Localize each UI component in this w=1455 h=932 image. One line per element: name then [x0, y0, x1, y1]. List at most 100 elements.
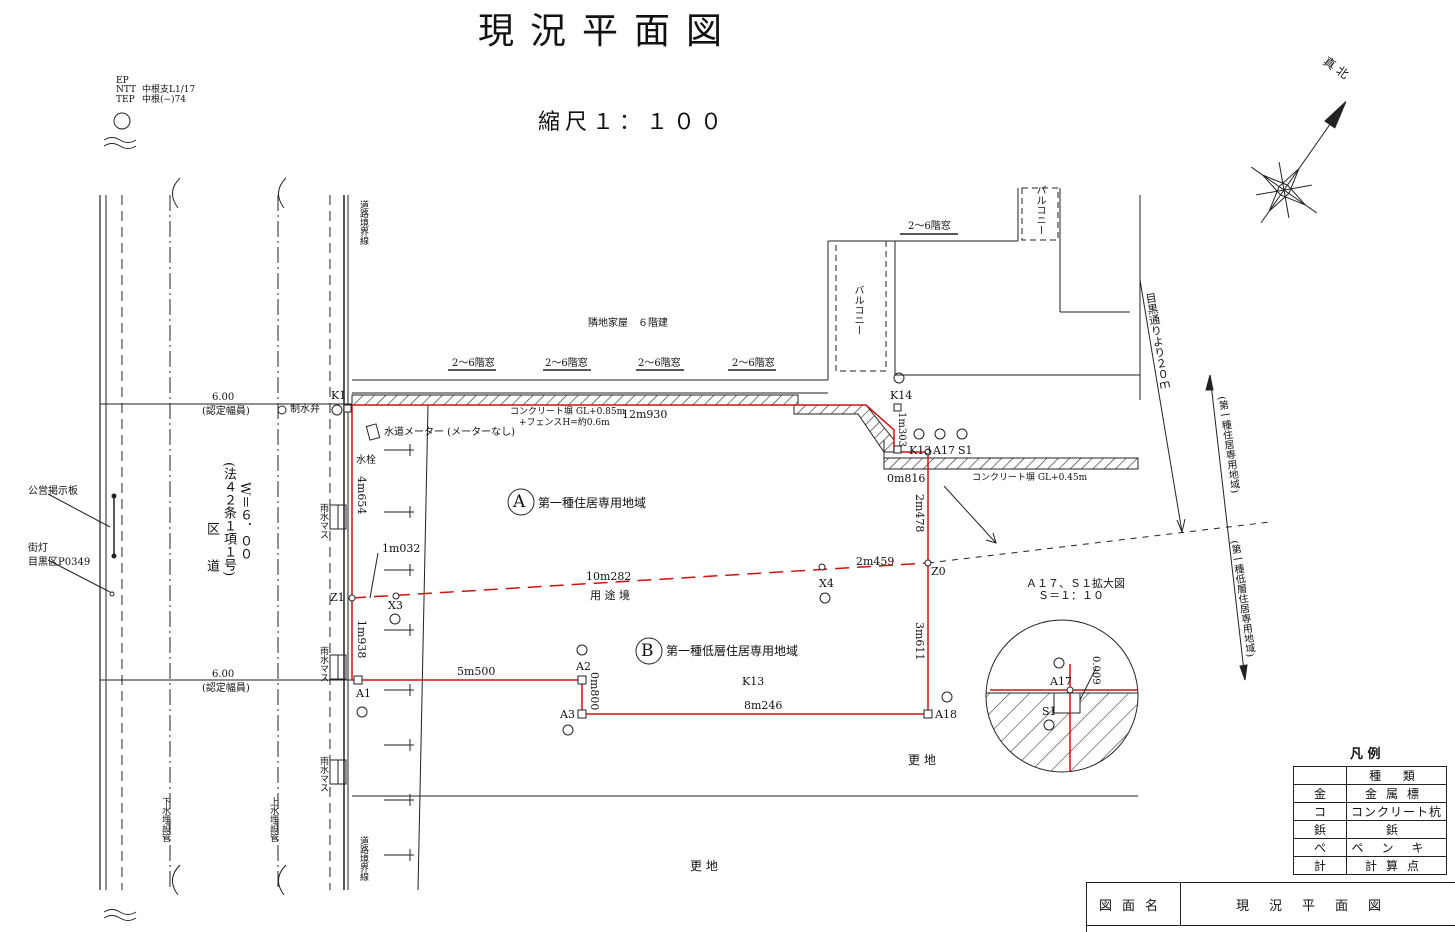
vacant-label-2: 更 地 [690, 859, 718, 873]
legend-symbol: ぺ [1293, 838, 1347, 857]
point-A17: A17 [933, 444, 955, 457]
marker-circles [331, 372, 968, 736]
point-A1: A1 [356, 687, 371, 700]
neighbor-building [352, 187, 1141, 400]
point-A2: A2 [576, 660, 591, 673]
road-boundary-bottom: 道路境界線 [358, 836, 368, 881]
legend-title: 凡 例 [1350, 747, 1381, 762]
dim-detail: 0.009 [1090, 656, 1101, 685]
legend-row: 金金属標 [1293, 784, 1447, 803]
north-arrow-icon [1250, 101, 1347, 224]
public-board-symbol [47, 493, 117, 597]
legend-name: 鋲 [1346, 820, 1447, 839]
hydrant-leader [369, 552, 379, 599]
drawing-title: 現況平面図 [478, 11, 739, 52]
legend-symbol: コ [1293, 802, 1347, 821]
zone-boundary-label: 用 途 境 [590, 589, 630, 602]
dim-z1-x3: 1m032 [382, 542, 421, 555]
dim-a3-a18: 8m246 [744, 699, 783, 712]
zone-a-circle [507, 488, 535, 516]
window-label-4: 2～6階窓 [732, 358, 775, 369]
gutter-grates [384, 444, 414, 861]
legend-symbol: 鋲 [1293, 820, 1347, 839]
point-A18: A18 [935, 708, 957, 721]
dim-a17-z0: 2m478 [913, 494, 926, 533]
road-boundary-top: 道路境界線 [358, 200, 368, 245]
point-Z0: Z0 [931, 565, 946, 578]
water-meter-symbol [365, 423, 381, 441]
road-dim-bottom: 6.00 [212, 669, 235, 680]
balcony-label-1: バルコニー [852, 285, 863, 335]
public-board-label: 公営掲示板 [28, 486, 78, 497]
legend-row: 鋲鋲 [1293, 820, 1447, 839]
rain-box-label-2: 雨水マス [318, 646, 328, 682]
window-label-5: 2～6階窓 [908, 221, 951, 232]
hydrant-label: 水栓 [356, 455, 376, 466]
point-X4: X4 [819, 577, 834, 590]
utility-ntt: NTT [116, 85, 137, 95]
legend-name: 金属標 [1346, 784, 1447, 803]
legend-row: ぺペンキ [1293, 838, 1447, 857]
north-wall-label: コンクリート塀 GL+0.85m [510, 407, 626, 417]
road-name: 区 道 [204, 522, 219, 583]
window-markers [448, 233, 958, 371]
water-valve-label: 制水弁 [290, 404, 320, 415]
road-law: (法４２条１項１号) [221, 462, 236, 577]
zone-b-circle [635, 637, 663, 665]
legend-name: 計算点 [1346, 856, 1447, 875]
road-lines [99, 177, 429, 896]
dim-k13-a17: 0m816 [887, 472, 926, 485]
point-A3: A3 [560, 708, 575, 721]
point-K13: K13 [909, 444, 932, 457]
rain-box-label-1: 雨水マス [318, 503, 328, 539]
road-dim-bottom-note: (認定幅員) [202, 683, 250, 694]
dim-north: 12m930 [622, 408, 668, 421]
window-label-1: 2～6階窓 [452, 358, 495, 369]
street-light-id: 目黒区P0349 [28, 557, 91, 568]
balcony-label-2: バルコニー [1034, 185, 1045, 235]
neighbor-house-label: 隣地家屋 ６階建 [588, 318, 668, 329]
title-block-value: 現況平面図 [1181, 883, 1455, 926]
legend-header-row: 種 類 [1293, 766, 1447, 785]
detail-circle [985, 619, 1139, 773]
road-dimensions [100, 403, 352, 681]
rain-boxes [329, 504, 347, 785]
road-width: W＝６．００ [237, 482, 252, 561]
survey-points [277, 403, 933, 719]
lot-boundary [351, 404, 929, 715]
north-fence-label: +フェンスH=約0.6m [519, 418, 610, 428]
zone-b-mark: B [641, 641, 654, 661]
dim-a2-a3: 0m800 [588, 672, 601, 711]
water-pipe-label: 上水埋設管 [268, 797, 278, 842]
point-K14: K14 [890, 389, 913, 402]
legend-row: 計計算点 [1293, 856, 1447, 875]
dim-k1-z1: 4m654 [355, 476, 368, 515]
scale-label: 縮尺１：１００ [538, 110, 728, 135]
dim-a1-a2: 5m500 [457, 665, 496, 678]
dim-z1-a1: 1m938 [355, 620, 368, 659]
street-light-label: 街灯 [28, 543, 48, 554]
legend-name: ペンキ [1346, 838, 1447, 857]
dim-z0-a18: 3m611 [913, 622, 926, 661]
legend-row: ココンクリート杭 [1293, 802, 1447, 821]
road-dim-top-note: (認定幅員) [202, 406, 250, 417]
vacant-label-1: 更 地 [908, 753, 936, 767]
title-block: 図面名 現況平面図 [1086, 882, 1455, 932]
break-mark-top [103, 137, 137, 149]
break-mark-bottom [103, 909, 137, 921]
utility-tep: TEP [116, 95, 135, 105]
legend-header: 種 類 [1346, 766, 1447, 785]
zone-a-mark: A [513, 492, 526, 512]
window-label-2: 2～6階窓 [545, 358, 588, 369]
point-K1: K1 [331, 389, 347, 402]
window-label-3: 2～6階窓 [638, 358, 681, 369]
dim-x3-x4: 10m282 [586, 570, 632, 583]
point-X3: X3 [388, 599, 403, 612]
legend-table: 種 類 金金属標 ココンクリート杭 鋲鋲 ぺペンキ 計計算点 [1293, 766, 1447, 875]
utility-pole-symbol [113, 112, 131, 130]
lot-name: K13 [742, 675, 765, 688]
utility-ep: EP [116, 76, 129, 86]
point-S1: S1 [958, 444, 973, 457]
road-dim-top: 6.00 [212, 392, 235, 403]
